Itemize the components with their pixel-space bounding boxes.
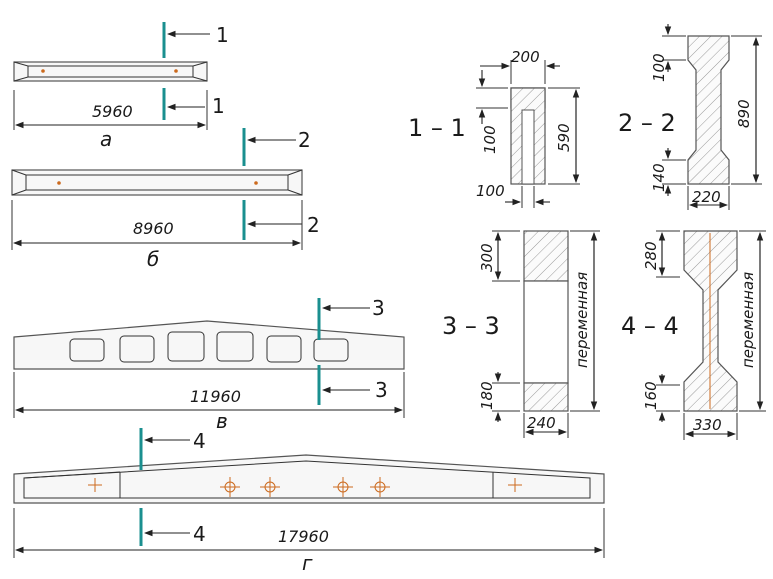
cut-label-2-top: 2 xyxy=(298,128,311,152)
s2-width: 220 xyxy=(692,188,721,206)
beam-g: 4 4 17960 г xyxy=(13,428,605,575)
s3-height: переменная xyxy=(573,272,591,368)
cut-label-3-bottom: 3 xyxy=(375,378,388,402)
beam-a-caption: а xyxy=(100,127,112,151)
section-4-4: 4 – 4 280 переменная 160 330 xyxy=(621,230,766,440)
cut-label-4-bottom: 4 xyxy=(193,522,206,546)
s3-top: 300 xyxy=(478,243,496,272)
beam-b-caption: б xyxy=(147,247,159,271)
beam-g-caption: г xyxy=(302,551,313,575)
s2-height: 890 xyxy=(735,99,753,128)
s3-width: 240 xyxy=(527,414,556,432)
s2-top: 100 xyxy=(650,53,668,82)
section-3-title: 3 – 3 xyxy=(442,312,500,340)
cut-label-1-top: 1 xyxy=(216,23,229,47)
s1-flange: 100 xyxy=(481,125,499,154)
section-1-1: 1 – 1 200 100 590 100 xyxy=(408,48,580,208)
cut-label-2-bottom: 2 xyxy=(307,213,320,237)
beam-v: 3 3 11960 в xyxy=(13,296,405,433)
cut-label-3-top: 3 xyxy=(372,296,385,320)
beam-v-length: 11960 xyxy=(190,387,241,406)
section-4-title: 4 – 4 xyxy=(621,312,679,340)
s3-bottom: 180 xyxy=(478,381,496,410)
s4-bottom: 160 xyxy=(642,381,660,410)
section-1-title: 1 – 1 xyxy=(408,114,466,142)
beam-g-length: 17960 xyxy=(278,527,329,546)
cut-label-4-top: 4 xyxy=(193,429,206,453)
beam-v-caption: в xyxy=(216,409,228,433)
s1-web: 100 xyxy=(476,182,505,200)
s4-width: 330 xyxy=(693,416,722,434)
section-2-title: 2 – 2 xyxy=(618,109,676,137)
s4-top: 280 xyxy=(642,241,660,270)
section-3-3: 3 – 3 300 переменная 180 240 xyxy=(442,230,600,438)
section-2-2: 2 – 2 100 890 140 220 xyxy=(618,24,762,210)
cut-label-1-bottom: 1 xyxy=(212,94,225,118)
s4-height: переменная xyxy=(739,272,757,368)
s2-bottom: 140 xyxy=(650,163,668,192)
s1-width: 200 xyxy=(511,48,540,66)
beam-b-length: 8960 xyxy=(133,219,174,238)
beam-b: 2 2 8960 б xyxy=(11,128,320,271)
beam-a-length: 5960 xyxy=(92,102,133,121)
beam-a: 1 1 5960 а xyxy=(13,22,229,151)
s1-height: 590 xyxy=(555,123,573,152)
